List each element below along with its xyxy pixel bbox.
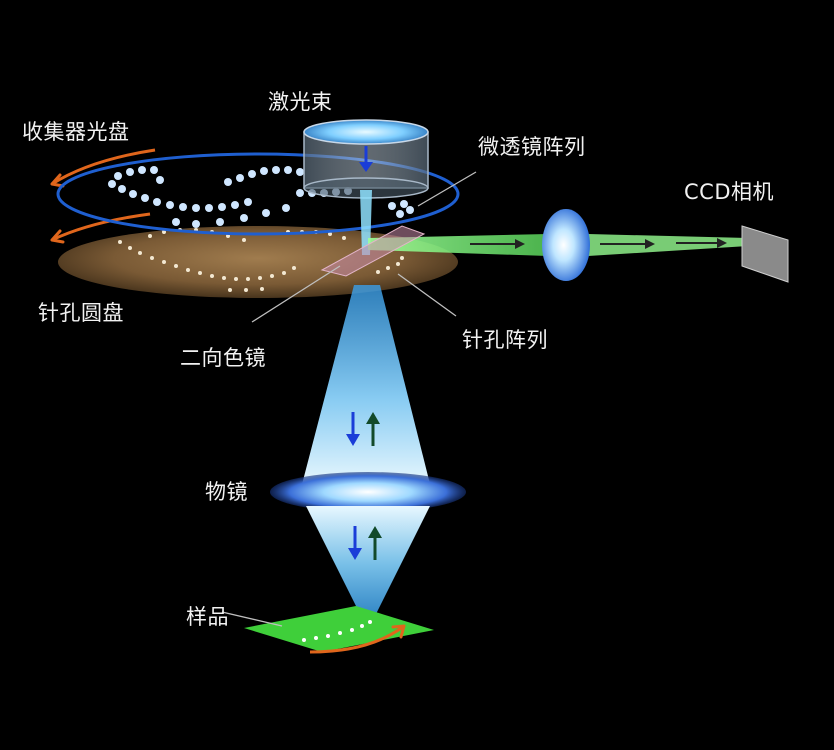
up-down-arrow-icon	[346, 412, 380, 446]
dichroic-mirror	[320, 225, 426, 277]
objective-lens	[270, 472, 466, 512]
up-down-arrow-icon	[348, 526, 382, 560]
illumination-cone-lower	[306, 506, 430, 622]
sample-label: 样品	[186, 605, 229, 629]
pinhole-disk	[58, 226, 458, 298]
objective-label: 物镜	[205, 480, 248, 504]
illumination-cone-upper	[300, 285, 432, 492]
leader-lines	[221, 171, 477, 627]
pinhole-spiral	[118, 228, 404, 292]
laser-beam-label: 激光束	[268, 90, 333, 114]
pinhole-array-label: 针孔阵列	[462, 328, 548, 352]
ccd-camera-label: CCD相机	[684, 180, 774, 204]
curved-arrow-icon	[50, 148, 156, 244]
ccd-sensor	[741, 225, 789, 283]
collector-disk-label: 收集器光盘	[22, 120, 130, 144]
microlens-array-label: 微透镜阵列	[478, 135, 586, 159]
down-arrow-icon	[359, 162, 373, 172]
pinhole-disk-label: 针孔圆盘	[38, 301, 124, 325]
relay-lens	[542, 209, 590, 281]
dichroic-mirror-label: 二向色镜	[180, 346, 266, 370]
curved-arrow-icon	[309, 624, 405, 654]
sample-slide	[244, 606, 434, 654]
laser-source	[303, 119, 429, 255]
